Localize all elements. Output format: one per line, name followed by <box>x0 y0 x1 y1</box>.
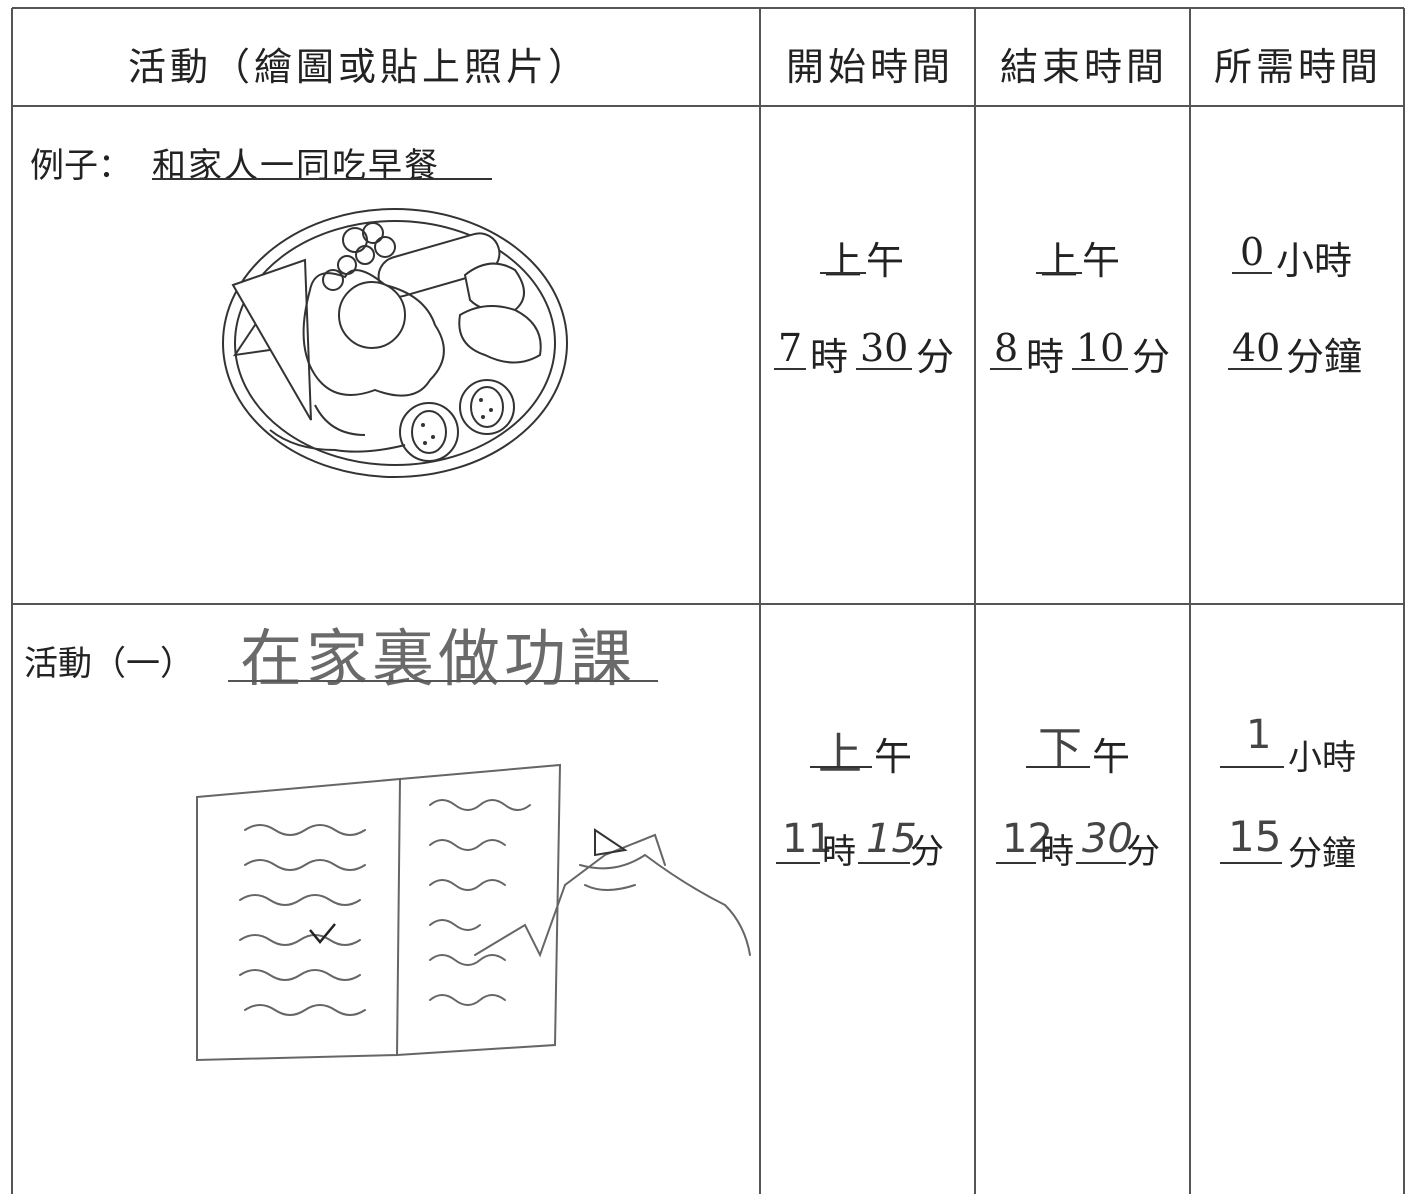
activity1-start-minute-unit: 分 <box>910 832 944 872</box>
activity1-duration-hours: 1 <box>1246 712 1272 758</box>
example-start-period: 上 <box>824 239 863 283</box>
homework-drawing <box>196 763 751 1062</box>
activity1-start-period: 上 <box>818 729 862 780</box>
example-duration-minutes-unit: 分鐘 <box>1286 335 1363 379</box>
activity1-end-hour-underline <box>996 862 1036 864</box>
example-end-minute-underline <box>1072 368 1128 370</box>
example-start-hour-underline <box>774 368 806 370</box>
header-start-time: 開始時間 <box>786 45 955 89</box>
activity1-end-period-underline <box>1026 766 1090 768</box>
activity1-duration-hours-underline <box>1220 766 1284 768</box>
header-end-time: 結束時間 <box>1000 45 1169 89</box>
activity1-end-minute: 30 <box>1082 816 1133 862</box>
example-start-period-suffix: 午 <box>866 239 905 283</box>
activity1-activity-underline <box>228 680 658 682</box>
activity1-start-minute-underline <box>858 862 910 864</box>
activity1-start-minute: 15 <box>866 816 917 862</box>
activity1-end-hour-unit: 時 <box>1040 832 1074 872</box>
example-end-minute-unit: 分 <box>1132 335 1171 379</box>
example-duration-hours-underline <box>1232 272 1272 274</box>
activity1-end-minute-unit: 分 <box>1126 832 1160 872</box>
example-end-hour: 8 <box>994 326 1019 370</box>
activity1-duration-minutes-unit: 分鐘 <box>1288 834 1356 874</box>
activity1-start-period-underline <box>810 766 872 768</box>
example-end-period-underline <box>1036 272 1082 274</box>
example-start-hour: 7 <box>778 326 803 370</box>
header-duration: 所需時間 <box>1214 45 1383 89</box>
header-activity: 活動（繪圖或貼上照片） <box>128 45 591 89</box>
activity1-duration-minutes: 15 <box>1228 812 1282 861</box>
activity1-activity: 在家裏做功課 <box>240 622 637 695</box>
example-duration-minutes: 40 <box>1232 326 1281 370</box>
activity1-end-minute-underline <box>1076 862 1126 864</box>
example-start-minute-unit: 分 <box>916 335 955 379</box>
activity1-duration-hours-unit: 小時 <box>1288 738 1356 778</box>
example-activity-underline <box>152 178 492 180</box>
example-end-hour-underline <box>990 368 1022 370</box>
example-start-minute: 30 <box>860 326 909 370</box>
example-duration-minutes-underline <box>1228 368 1282 370</box>
example-start-hour-unit: 時 <box>810 335 849 379</box>
activity1-start-period-suffix: 午 <box>874 735 913 779</box>
example-end-period-suffix: 午 <box>1082 239 1121 283</box>
example-end-hour-unit: 時 <box>1026 335 1065 379</box>
activity1-start-hour-unit: 時 <box>822 832 856 872</box>
activity1-end-period: 下 <box>1038 723 1082 774</box>
activity1-start-hour-underline <box>776 862 820 864</box>
activity1-end-hour: 12 <box>1002 816 1053 862</box>
breakfast-plate-drawing <box>222 208 568 478</box>
example-duration-hours: 0 <box>1240 230 1265 274</box>
example-start-minute-underline <box>856 368 912 370</box>
activity1-end-period-suffix: 午 <box>1092 735 1131 779</box>
example-duration-hours-unit: 小時 <box>1276 239 1353 283</box>
example-end-minute: 10 <box>1076 326 1125 370</box>
example-end-period: 上 <box>1040 239 1079 283</box>
example-start-period-underline <box>820 272 866 274</box>
activity1-prefix: 活動（一） <box>24 644 194 684</box>
activity1-start-hour: 11 <box>782 816 833 862</box>
example-prefix: 例子： <box>30 146 132 186</box>
activity1-duration-minutes-underline <box>1220 862 1282 864</box>
